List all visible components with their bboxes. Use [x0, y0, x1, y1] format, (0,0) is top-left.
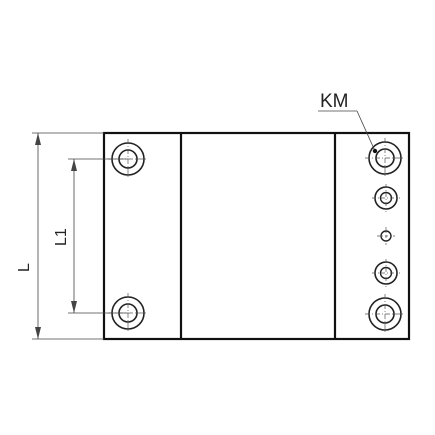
dimension-L1	[68, 158, 128, 314]
mounting-hole-bottom-right-icon	[365, 294, 405, 334]
port-lower-icon	[372, 259, 400, 287]
dimension-L1-label: L1	[53, 228, 70, 246]
dimension-L	[32, 132, 104, 340]
callout-KM-label: KM	[320, 91, 349, 112]
dimension-L-label: L	[16, 263, 33, 272]
callout-KM-leader	[318, 110, 378, 154]
mounting-hole-top-right-icon	[365, 138, 405, 178]
port-upper-icon	[372, 184, 400, 212]
port-center-icon	[377, 227, 395, 245]
housing-outline	[102, 131, 411, 341]
